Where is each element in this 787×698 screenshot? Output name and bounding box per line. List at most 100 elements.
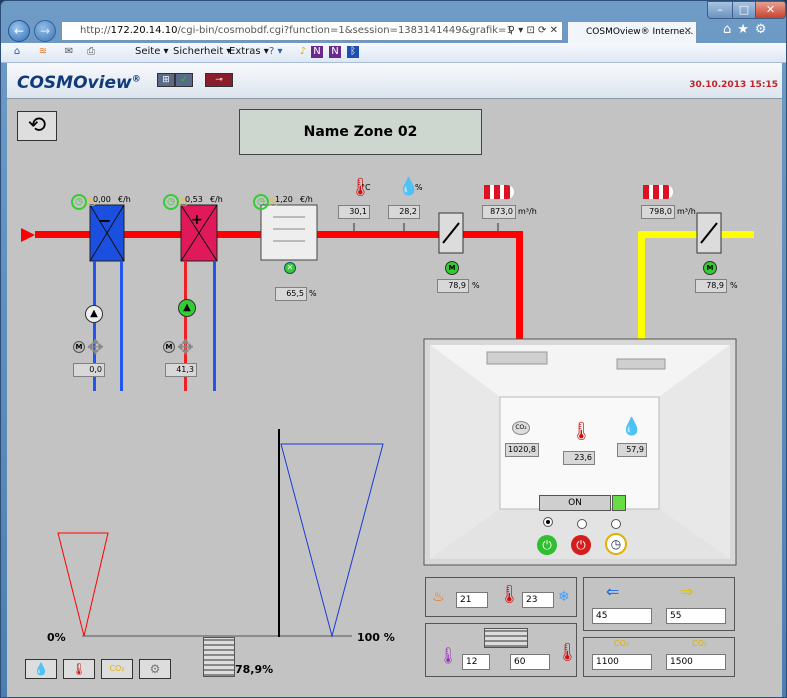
humidifier-unit — [260, 204, 318, 261]
minimize-button[interactable]: – — [707, 1, 733, 19]
menu-help[interactable]: ? ▾ — [269, 46, 283, 57]
windsock-exhaust-icon — [643, 185, 673, 199]
mode-radio-on[interactable] — [543, 517, 553, 527]
room-drop-icon: 💧 — [621, 417, 643, 437]
key-icon[interactable]: ⊸ — [205, 73, 233, 87]
supply-damper-value: 78,9 — [437, 279, 469, 293]
thermometer-icon: 🌡 — [349, 177, 372, 198]
co2-min-input[interactable]: 1100 — [592, 654, 652, 670]
exhaust-flow-value: 798,0 — [641, 205, 675, 219]
room-right-wall — [659, 345, 730, 559]
menu-extras[interactable]: Extras ▾ — [229, 46, 269, 57]
close-button[interactable]: ✕ — [755, 1, 786, 19]
temp-max-input[interactable]: 23 — [522, 592, 554, 608]
toolbar-temperature-button[interactable]: 🌡 — [63, 659, 95, 679]
addon-icon[interactable]: ♪ — [299, 46, 307, 57]
home-favorites-settings-icon[interactable]: ⌂★⚙ — [723, 22, 773, 37]
toolbar-co2-button[interactable]: CO₂ — [101, 659, 133, 679]
humidifier-power-icon[interactable]: ◷ — [253, 194, 269, 210]
hum-min-input[interactable]: 45 — [592, 608, 652, 624]
cooler-valve-icon: ✥ — [87, 335, 104, 359]
cooler-minus-icon: − — [98, 211, 112, 230]
back-button[interactable]: ⟲ — [17, 111, 57, 141]
tab-close-icon[interactable]: ✕ — [683, 26, 692, 37]
heater-cost-value: 0,53 — [185, 195, 203, 204]
cooler-pump-icon[interactable]: ▲ — [85, 305, 103, 323]
co2-max-input[interactable]: 1500 — [666, 654, 726, 670]
power-off-icon[interactable]: ⏻ — [571, 535, 591, 555]
url-path: /cgi-bin/cosmobdf.cgi?function=1&session… — [177, 25, 513, 36]
zone-title: Name Zone 02 — [239, 109, 482, 155]
cooler-power-icon[interactable]: ◷ — [71, 194, 87, 210]
humidifier-cost-value: 1,20 — [275, 195, 293, 204]
mode-radio-off[interactable] — [577, 519, 587, 529]
maximize-button[interactable]: □ — [732, 1, 756, 19]
cooler-bell-icon[interactable]: ♨ — [85, 194, 98, 210]
chart-right-label: 100 % — [357, 631, 395, 644]
heater-power-icon[interactable]: ◷ — [163, 194, 179, 210]
exhaust-duct — [638, 231, 754, 238]
cooler-pipe-l — [93, 261, 96, 391]
timer-clock-icon[interactable]: ◷ — [605, 533, 627, 555]
toolbar-settings-button[interactable]: ⚙ — [139, 659, 171, 679]
app-header: COSMOview® ⊞ ✓ ⊸ 30.10.2013 15:15 — [7, 63, 782, 99]
humidity-setpoint-panel: ⇐ ⇒ 45 55 — [583, 577, 735, 631]
co2-high-icon: CO₂ — [692, 639, 708, 648]
back-nav-button[interactable]: ← — [8, 20, 30, 42]
supply-thermometer-low-icon: 🌡 — [438, 646, 459, 665]
menu-safety[interactable]: Sicherheit ▾ — [173, 46, 232, 57]
humidifier-bell-icon[interactable]: ♨ — [267, 194, 280, 210]
ceiling-diffuser-1 — [486, 351, 548, 365]
heater-pump-icon[interactable]: ▲ — [178, 299, 196, 317]
water-drop-icon: 💧 — [398, 177, 420, 197]
forward-nav-button[interactable]: → — [34, 20, 56, 42]
ahu-schematic — [21, 204, 754, 638]
temp-unit: °C — [361, 183, 371, 192]
heater-cost-unit: €/h — [210, 195, 223, 204]
damper-grille-icon — [203, 637, 235, 677]
date-display: 30.10.2013 15:15 — [689, 80, 778, 90]
browser-tab[interactable]: COSMOview® Interne... ✕ — [567, 21, 697, 43]
chart-damper-value: 78,9% — [235, 663, 274, 676]
heater-valve-icon: ✥ — [177, 335, 194, 359]
logo-registered: ® — [131, 74, 141, 85]
dehumidify-arrow-icon: ⇒ — [680, 582, 694, 601]
onenote-icon[interactable]: N — [311, 46, 323, 58]
supply-max-input[interactable]: 60 — [510, 654, 550, 670]
toolbar-humidity-button[interactable]: 💧 — [25, 659, 57, 679]
hum-max-input[interactable]: 55 — [666, 608, 726, 624]
humidifier-value: 65,5 — [275, 287, 307, 301]
exhaust-damper-motor-icon[interactable]: M — [703, 261, 717, 275]
onenote-linked-icon[interactable]: N — [329, 46, 341, 58]
chart-left-label: 0% — [47, 631, 66, 644]
supply-flow-unit: m³/h — [518, 207, 537, 216]
address-tools-icon[interactable]: ⚲ ▾ ⊡ ⟳ ✕ — [507, 25, 558, 36]
supply-thermometer-high-icon: 🌡 — [556, 642, 579, 663]
heat-waves-icon: ♨ — [432, 589, 445, 605]
heater-pipe-r — [213, 261, 216, 391]
heater-valve-value: 41,3 — [165, 363, 197, 377]
heater-bell-icon[interactable]: ♨ — [177, 194, 190, 210]
snowflake-icon: ❄ — [558, 589, 570, 605]
logo-text: COSMOview — [17, 73, 132, 93]
status-indicator — [612, 495, 626, 511]
check-icon[interactable]: ✓ — [175, 73, 193, 87]
address-bar[interactable]: http://172.20.14.10/cgi-bin/cosmobdf.cgi… — [61, 21, 563, 41]
supply-damper-motor-icon[interactable]: M — [445, 261, 459, 275]
bluetooth-icon[interactable]: ᛒ — [347, 46, 359, 58]
mode-radio-timer[interactable] — [611, 519, 621, 529]
menu-page[interactable]: Seite ▾ — [135, 46, 169, 57]
heater-valve-motor-icon[interactable]: M — [163, 341, 175, 353]
cooler-valve-motor-icon[interactable]: M — [73, 341, 85, 353]
power-on-icon[interactable]: ⏻ — [537, 535, 557, 555]
mail-icon[interactable]: ✉ — [64, 46, 74, 57]
home-icon[interactable]: ⌂ — [13, 46, 21, 57]
supply-min-input[interactable]: 12 — [462, 654, 490, 670]
feeds-icon[interactable]: ≋ — [38, 46, 48, 57]
temp-min-input[interactable]: 21 — [456, 592, 488, 608]
print-icon[interactable]: ⎙ — [87, 46, 95, 57]
room-temp-value: 23,6 — [563, 451, 595, 465]
network-icon[interactable]: ⊞ — [157, 73, 175, 87]
app-logo: COSMOview® — [17, 73, 141, 93]
